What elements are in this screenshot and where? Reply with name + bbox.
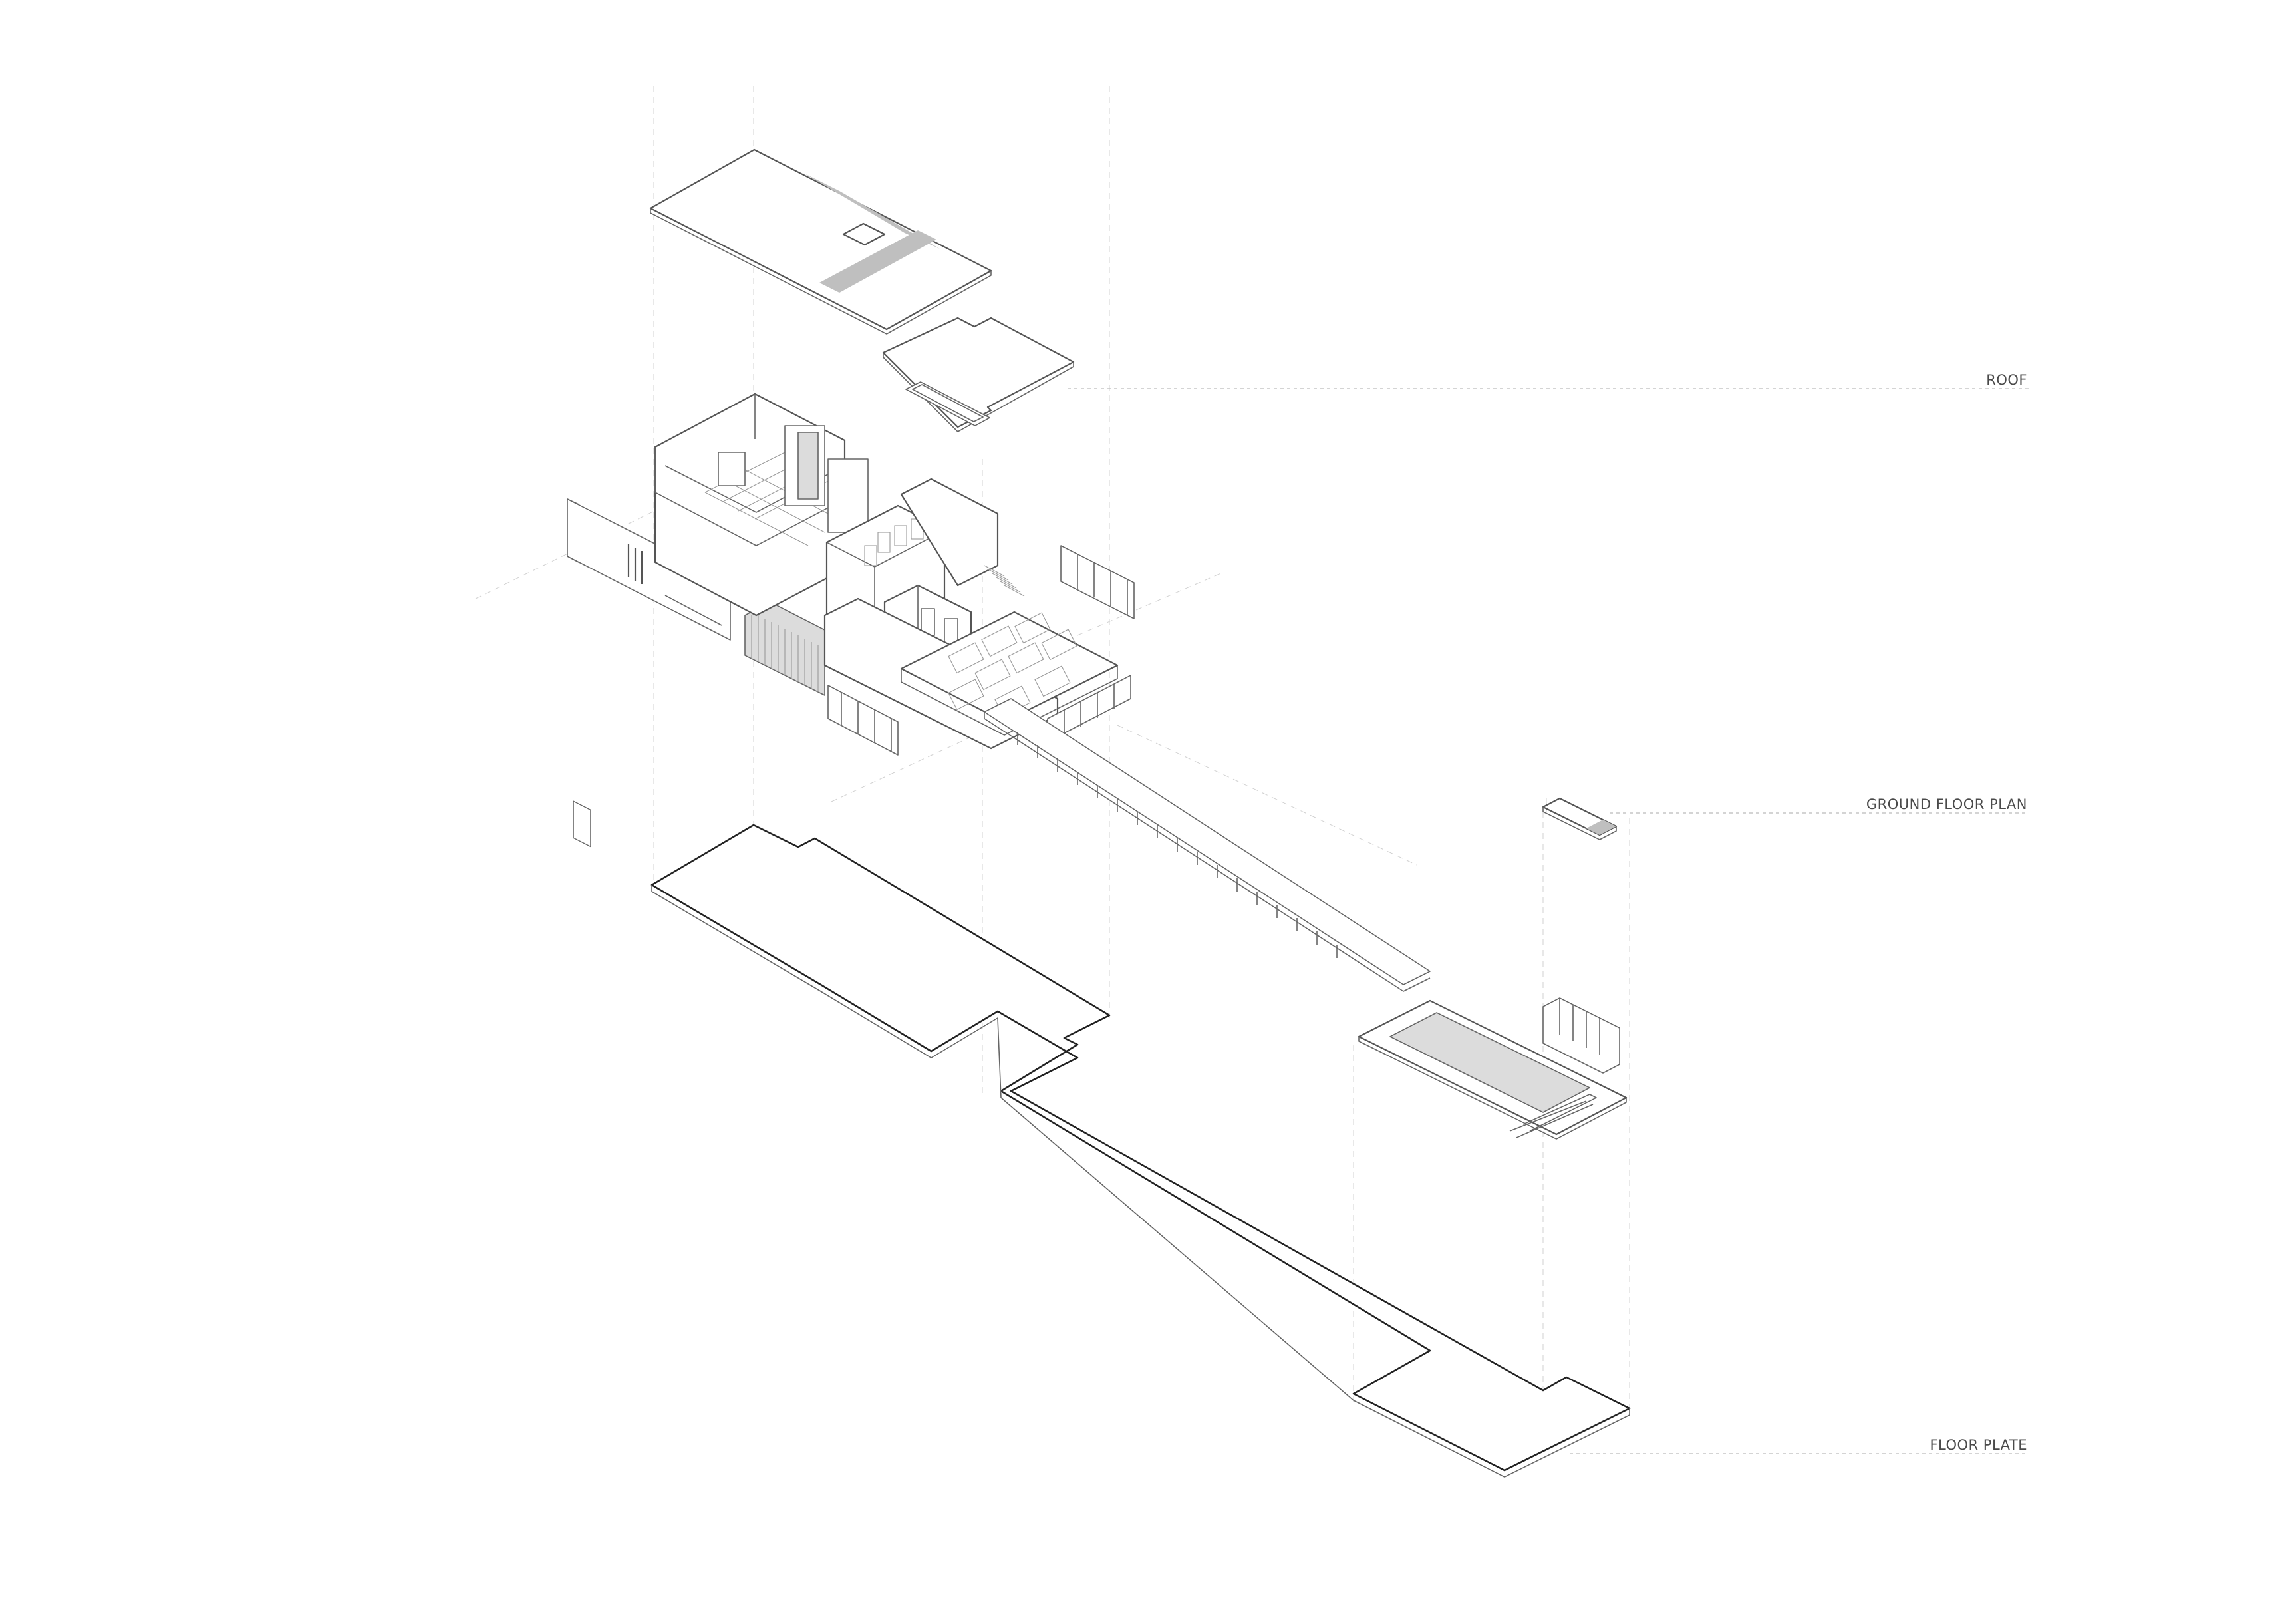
leader-lines [1068, 388, 2029, 1454]
colonnade-walkway [984, 698, 1431, 992]
column-frames-left [827, 685, 899, 756]
ground-floor-plan [567, 393, 1628, 1140]
labels: ROOF GROUND FLOOR PLAN FLOOR PLATE [1866, 372, 2027, 1453]
label-ground-floor-plan: GROUND FLOOR PLAN [1866, 796, 2027, 812]
column-frames-right [1047, 545, 1135, 742]
label-roof: ROOF [1986, 372, 2027, 388]
roof-slab-upper [649, 148, 992, 335]
dining-tables [948, 612, 1077, 717]
roof-slab-lower [882, 317, 1075, 432]
cabana-roof [1542, 797, 1618, 840]
label-floor-plate: FLOOR PLATE [1930, 1437, 2027, 1453]
cabana [1542, 997, 1620, 1074]
projection-lines [475, 86, 1630, 1444]
floor-plate [650, 824, 1631, 1478]
pool-deck [1358, 999, 1628, 1140]
